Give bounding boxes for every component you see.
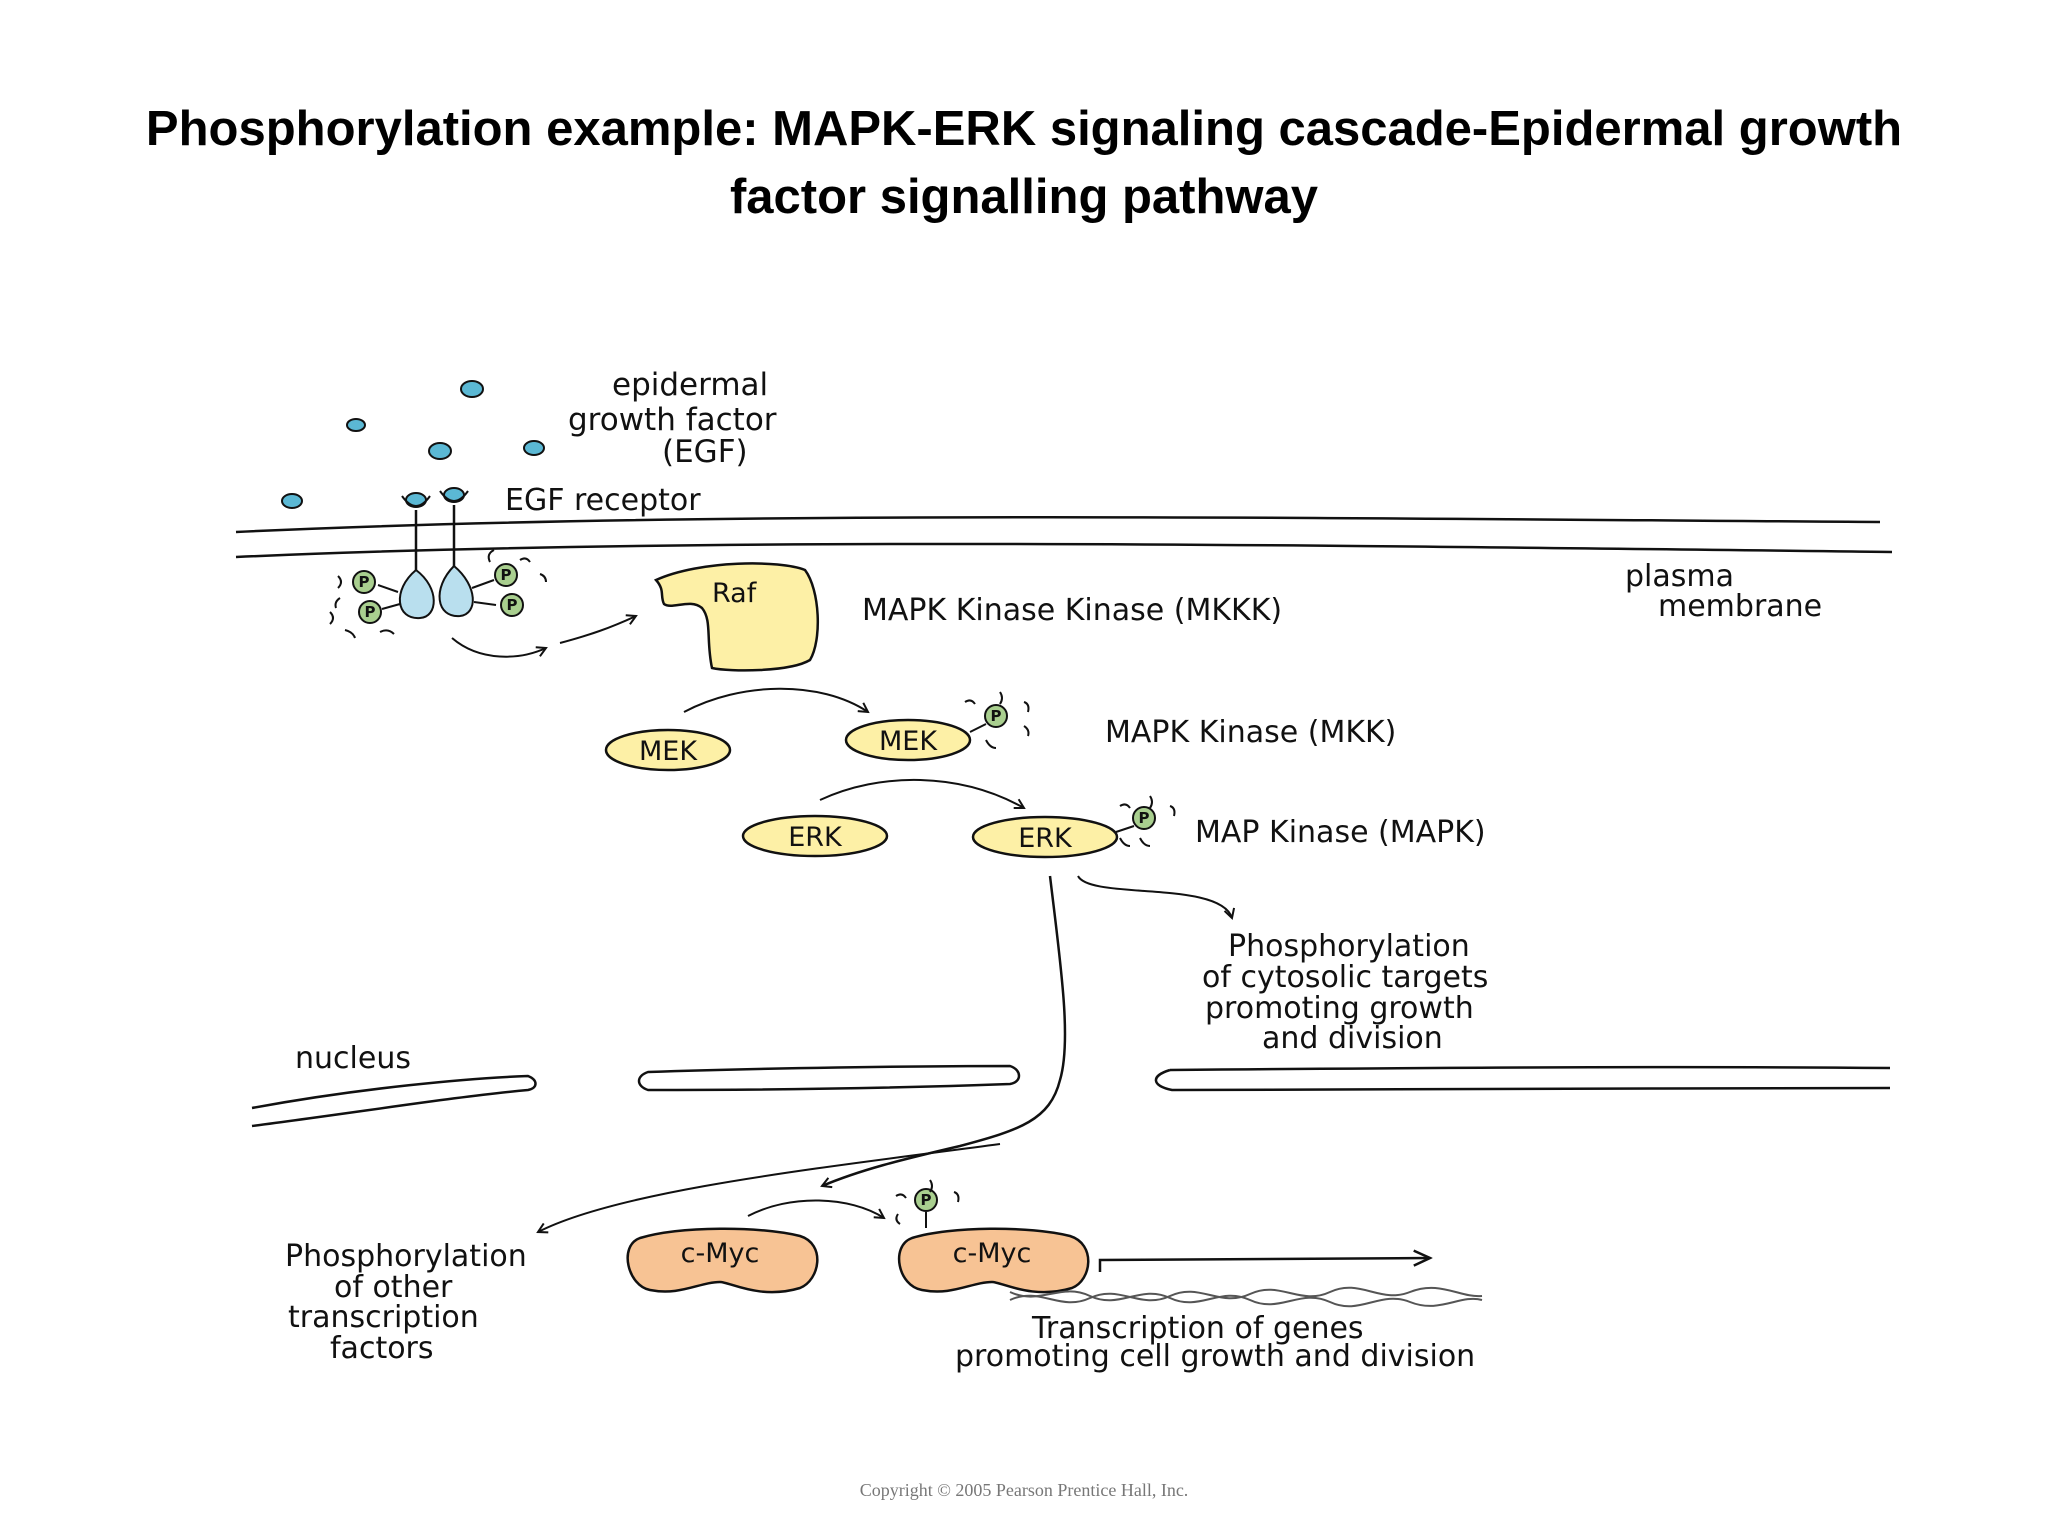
mkk-label: MAPK Kinase (MKK) bbox=[1105, 715, 1396, 750]
raf-protein: Raf bbox=[653, 562, 819, 672]
transcription-start-arrow bbox=[1098, 1258, 1430, 1272]
cmyc-activation-arrow bbox=[747, 1199, 884, 1218]
dna-strand bbox=[1009, 1286, 1483, 1308]
erk-active-label: ERK bbox=[1018, 823, 1073, 854]
copyright-notice: Copyright © 2005 Pearson Prentice Hall, … bbox=[859, 1480, 1189, 1500]
mek-inactive bbox=[604, 728, 732, 772]
cmyc-inactive bbox=[626, 1227, 819, 1294]
cytosolic-label-line-4: and division bbox=[1262, 1021, 1443, 1056]
nuclear-envelope bbox=[251, 1064, 1891, 1128]
cmyc-active-label: c-Myc bbox=[953, 1238, 1032, 1269]
erk-activation-arrow bbox=[819, 778, 1024, 808]
plasma-membrane-label-line-1: plasma bbox=[1625, 559, 1734, 594]
cmyc-active bbox=[897, 1227, 1090, 1294]
bound-egf bbox=[405, 492, 427, 508]
erk-into-nucleus-path bbox=[822, 875, 1067, 1186]
egf-molecule bbox=[428, 442, 452, 460]
plasma-membrane bbox=[235, 515, 1893, 559]
erk-to-other-tf-arrow bbox=[538, 1143, 1001, 1232]
egf-molecule bbox=[460, 380, 484, 398]
cytosolic-label-line-3: promoting growth bbox=[1205, 991, 1474, 1026]
transcription-label-line-2: promoting cell growth and division bbox=[955, 1339, 1475, 1374]
mek-active bbox=[844, 718, 972, 762]
transcription-label-line-1: Transcription of genes bbox=[1031, 1311, 1364, 1346]
title-line-1: Phosphorylation example: MAPK-ERK signal… bbox=[145, 102, 1903, 156]
bound-egf bbox=[443, 487, 465, 503]
other-tf-label-line-3: transcription bbox=[288, 1300, 479, 1335]
plasma-membrane-label-line-2: membrane bbox=[1658, 589, 1822, 624]
title-line-2: factor signalling pathway bbox=[729, 170, 1319, 224]
egf-receptor-label: EGF receptor bbox=[505, 483, 701, 518]
other-tf-label-line-4: factors bbox=[330, 1331, 434, 1366]
receptor-to-raf-arrow bbox=[451, 637, 546, 658]
egf-molecule bbox=[523, 440, 545, 456]
cmyc-inactive-label: c-Myc bbox=[681, 1238, 760, 1269]
slide-title: Phosphorylation example: MAPK-ERK signal… bbox=[0, 95, 2048, 231]
erk-to-cytosolic-arrow bbox=[1077, 875, 1232, 918]
mek-inactive-label: MEK bbox=[639, 736, 698, 767]
mek-activation-arrow bbox=[683, 687, 868, 712]
cytosolic-label-line-1: Phosphorylation bbox=[1228, 929, 1470, 964]
mek-active-label: MEK bbox=[879, 726, 938, 757]
erk-inactive bbox=[741, 814, 889, 858]
erk-active bbox=[971, 815, 1119, 859]
egf-label-line-1: epidermal bbox=[612, 367, 768, 403]
cytosolic-label-line-2: of cytosolic targets bbox=[1202, 960, 1488, 995]
erk-inactive-label: ERK bbox=[788, 822, 843, 853]
mapk-label: MAP Kinase (MAPK) bbox=[1195, 815, 1486, 850]
raf-label: Raf bbox=[712, 578, 758, 609]
mkkk-label: MAPK Kinase Kinase (MKKK) bbox=[862, 593, 1282, 628]
egf-label-line-3: (EGF) bbox=[662, 434, 748, 470]
egf-molecules bbox=[281, 380, 545, 509]
egf-label-line-2: growth factor bbox=[568, 402, 777, 438]
egf-molecule bbox=[346, 418, 366, 432]
egf-molecule bbox=[281, 493, 303, 509]
egf-receptor bbox=[329, 487, 547, 639]
other-tf-label-line-2: of other bbox=[334, 1270, 453, 1305]
receptor-to-raf-arrow-2 bbox=[559, 616, 636, 644]
other-tf-label-line-1: Phosphorylation bbox=[285, 1239, 527, 1274]
nucleus-label: nucleus bbox=[295, 1041, 411, 1076]
